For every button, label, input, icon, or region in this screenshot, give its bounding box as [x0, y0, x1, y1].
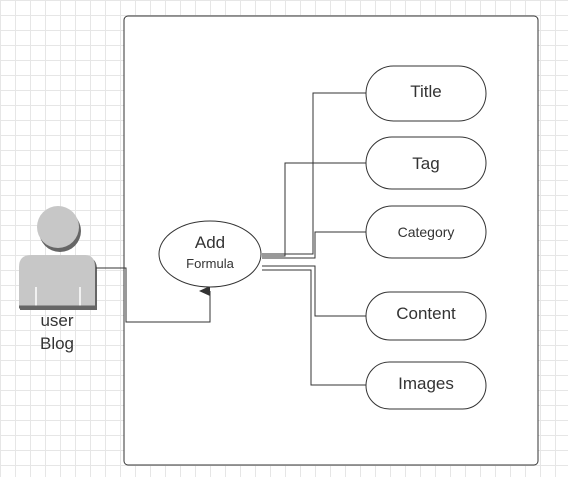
system-boundary [123, 15, 539, 466]
field-label: Category [398, 224, 455, 240]
field-label: Tag [412, 154, 439, 173]
field-tag[interactable]: Tag [365, 136, 487, 190]
connector-images [262, 269, 366, 386]
field-content[interactable]: Content [365, 291, 487, 341]
user-icon [19, 206, 97, 310]
connector-title [262, 92, 366, 255]
field-label: Title [410, 82, 442, 101]
connector-content [262, 265, 366, 317]
actor-user[interactable]: user Blog [19, 206, 97, 353]
actor-label-user: user [40, 311, 73, 330]
field-images[interactable]: Images [365, 361, 487, 410]
field-title[interactable]: Title [365, 65, 487, 122]
connector-category [262, 231, 366, 259]
actor-association-line [96, 267, 211, 323]
field-label: Images [398, 374, 454, 393]
field-category[interactable]: Category [365, 205, 487, 259]
use-case-add-formula[interactable]: Add Formula [158, 220, 262, 288]
field-label: Content [396, 304, 456, 323]
use-case-label-add: Add [195, 233, 225, 252]
field-connectors [262, 92, 366, 386]
actor-label-blog: Blog [40, 334, 74, 353]
connector-tag [262, 162, 366, 257]
use-case-label-formula: Formula [186, 256, 234, 271]
